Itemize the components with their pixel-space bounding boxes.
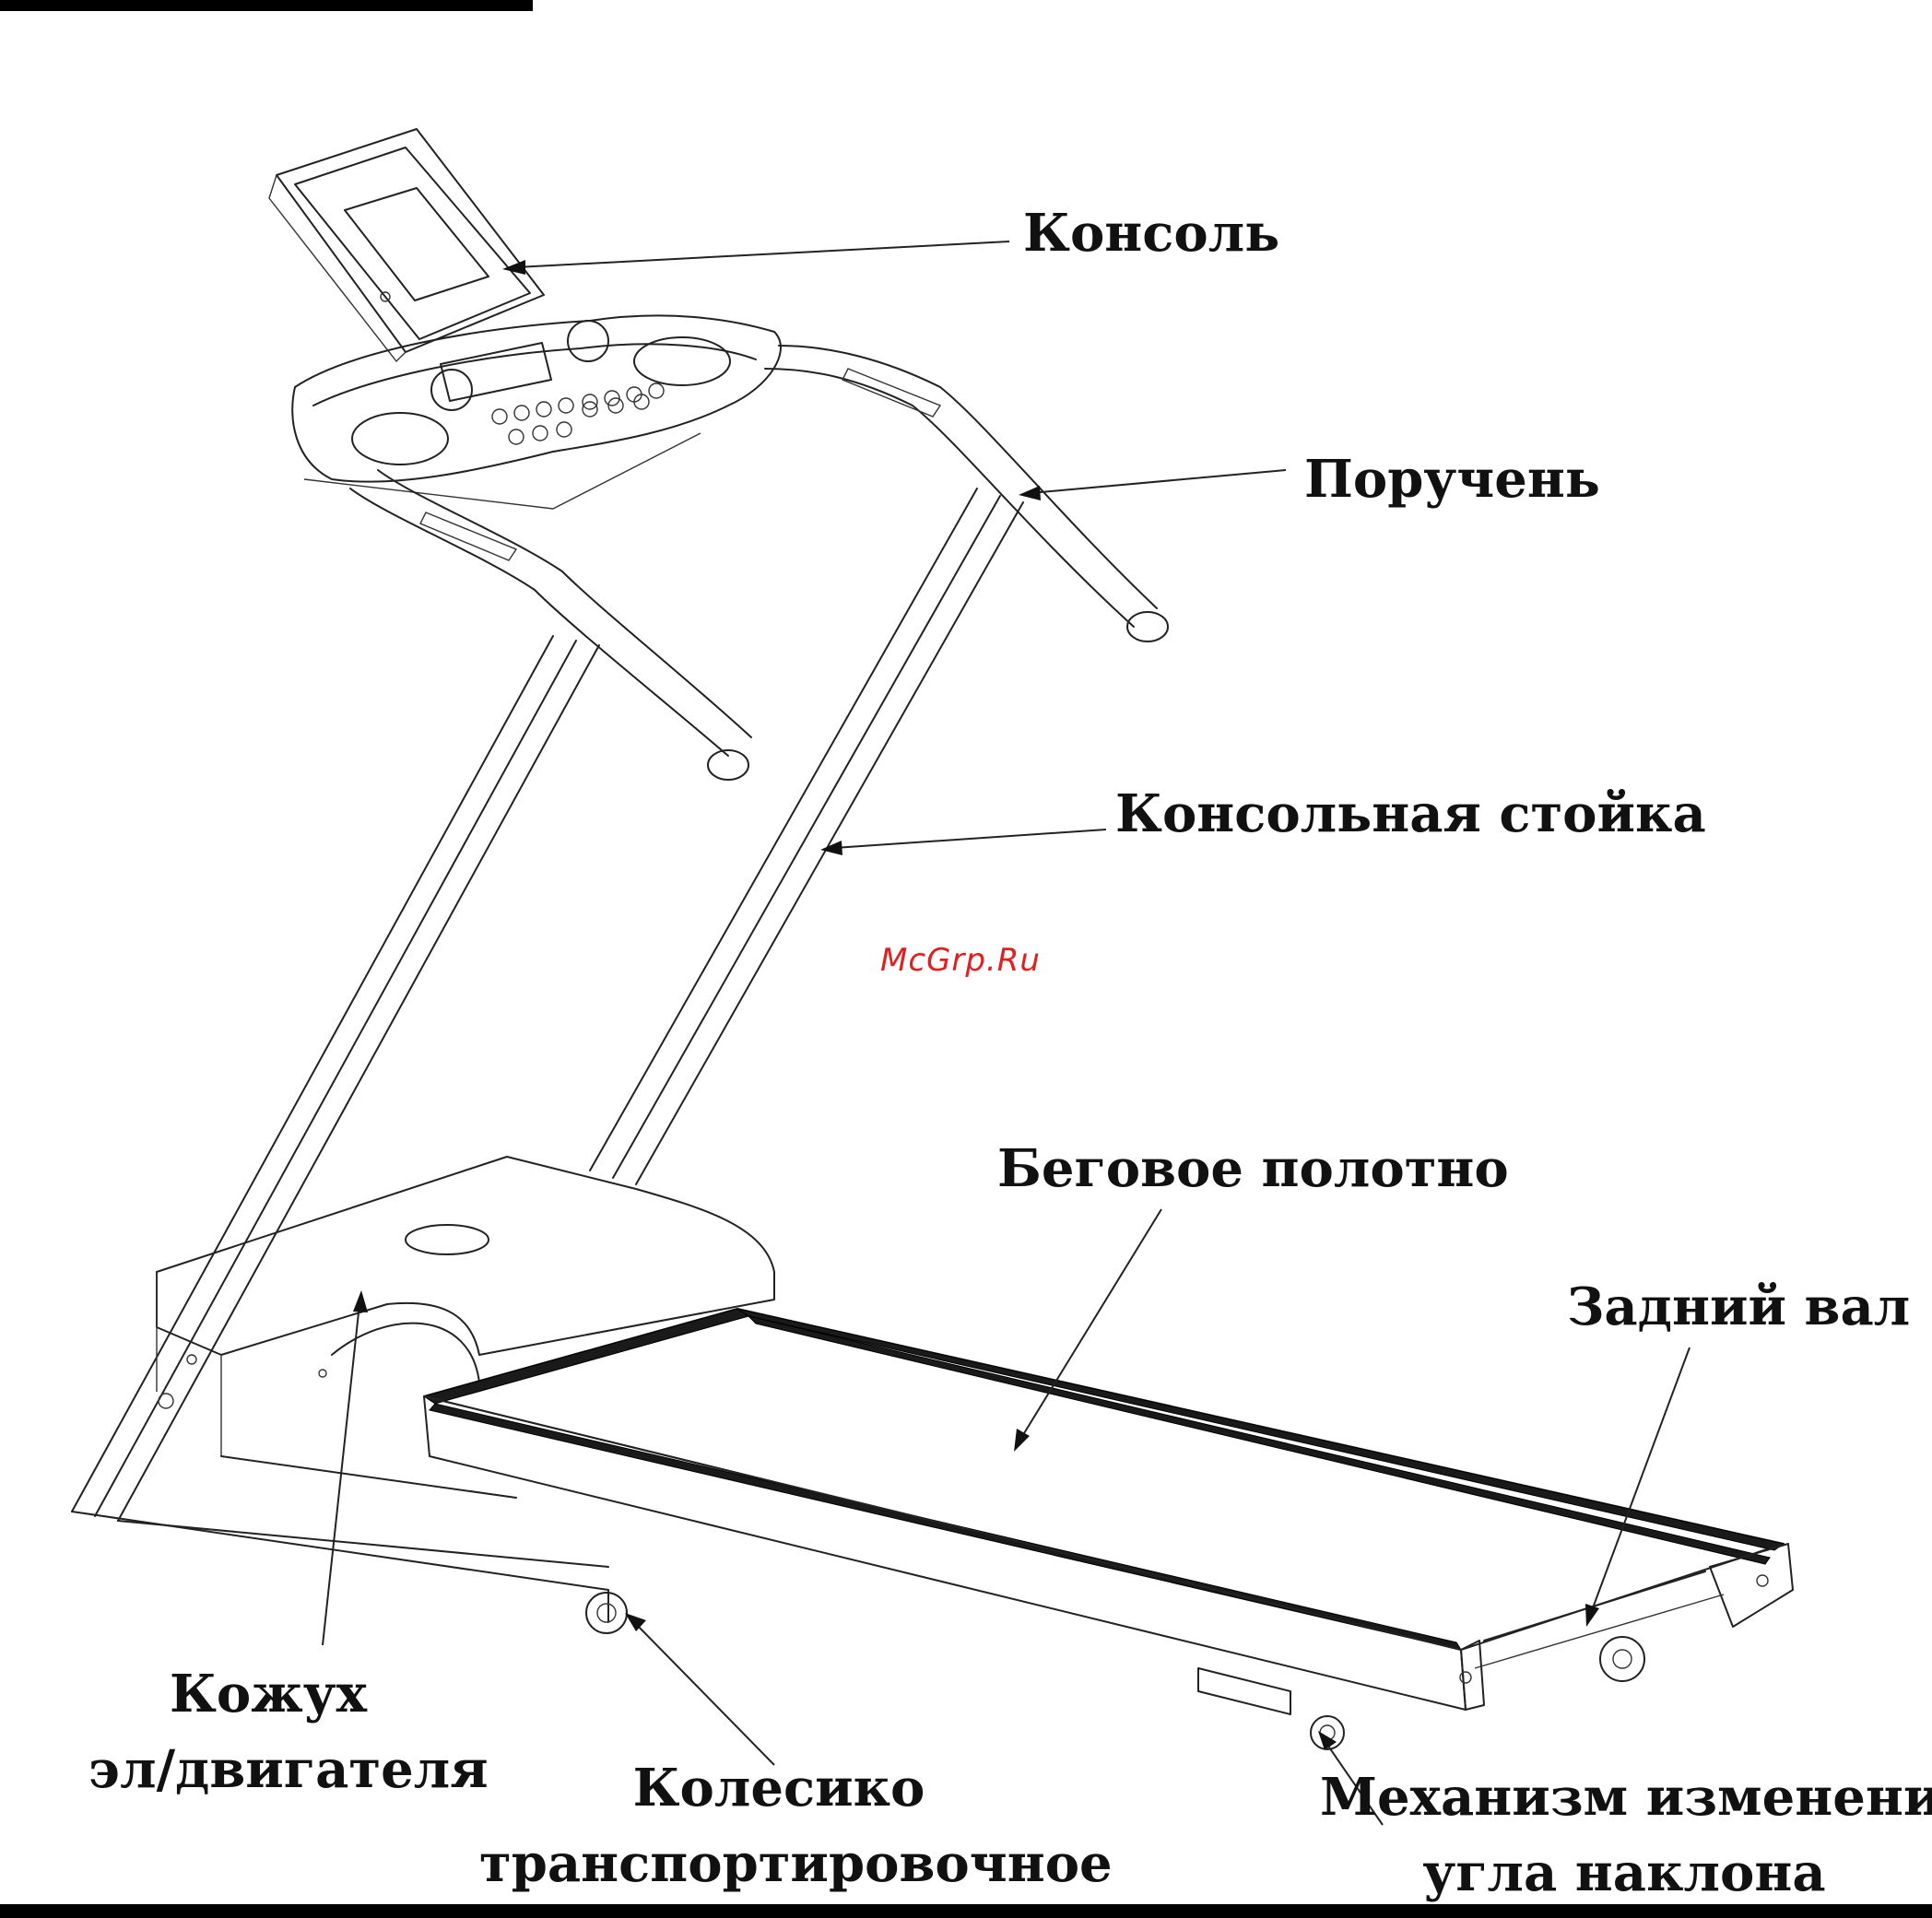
label-incline-mechanism-line1: Механизм изменения xyxy=(1320,1771,1928,1823)
label-transport-wheel-line2: транспортировочное xyxy=(479,1838,1078,1889)
label-rear-roller: Задний вал xyxy=(1567,1281,1910,1333)
label-handrail: Поручень xyxy=(1304,453,1600,505)
label-transport-wheel-line1: Колесико xyxy=(479,1762,1078,1814)
label-console: Консоль xyxy=(1023,207,1279,259)
label-motor-cover-line2: эл/двигателя xyxy=(88,1744,448,1795)
console-tablet xyxy=(269,129,544,361)
console-body xyxy=(292,315,781,509)
watermark-text: McGrp.Ru xyxy=(880,945,1041,976)
label-incline-mechanism-line2: угла наклона xyxy=(1320,1847,1928,1899)
label-incline-mechanism: Механизм изменения угла наклона xyxy=(1320,1771,1928,1899)
label-motor-cover: Кожух эл/двигателя xyxy=(88,1668,448,1795)
label-console-upright: Консольная стойка xyxy=(1115,788,1706,840)
bottom-border-bar xyxy=(0,1904,1932,1918)
label-motor-cover-line1: Кожух xyxy=(88,1668,448,1720)
label-transport-wheel: Колесико транспортировочное xyxy=(479,1762,1078,1889)
treadmill-deck xyxy=(424,1309,1793,1710)
handrails xyxy=(350,346,1168,780)
label-running-belt: Беговое полотно xyxy=(997,1143,1509,1194)
